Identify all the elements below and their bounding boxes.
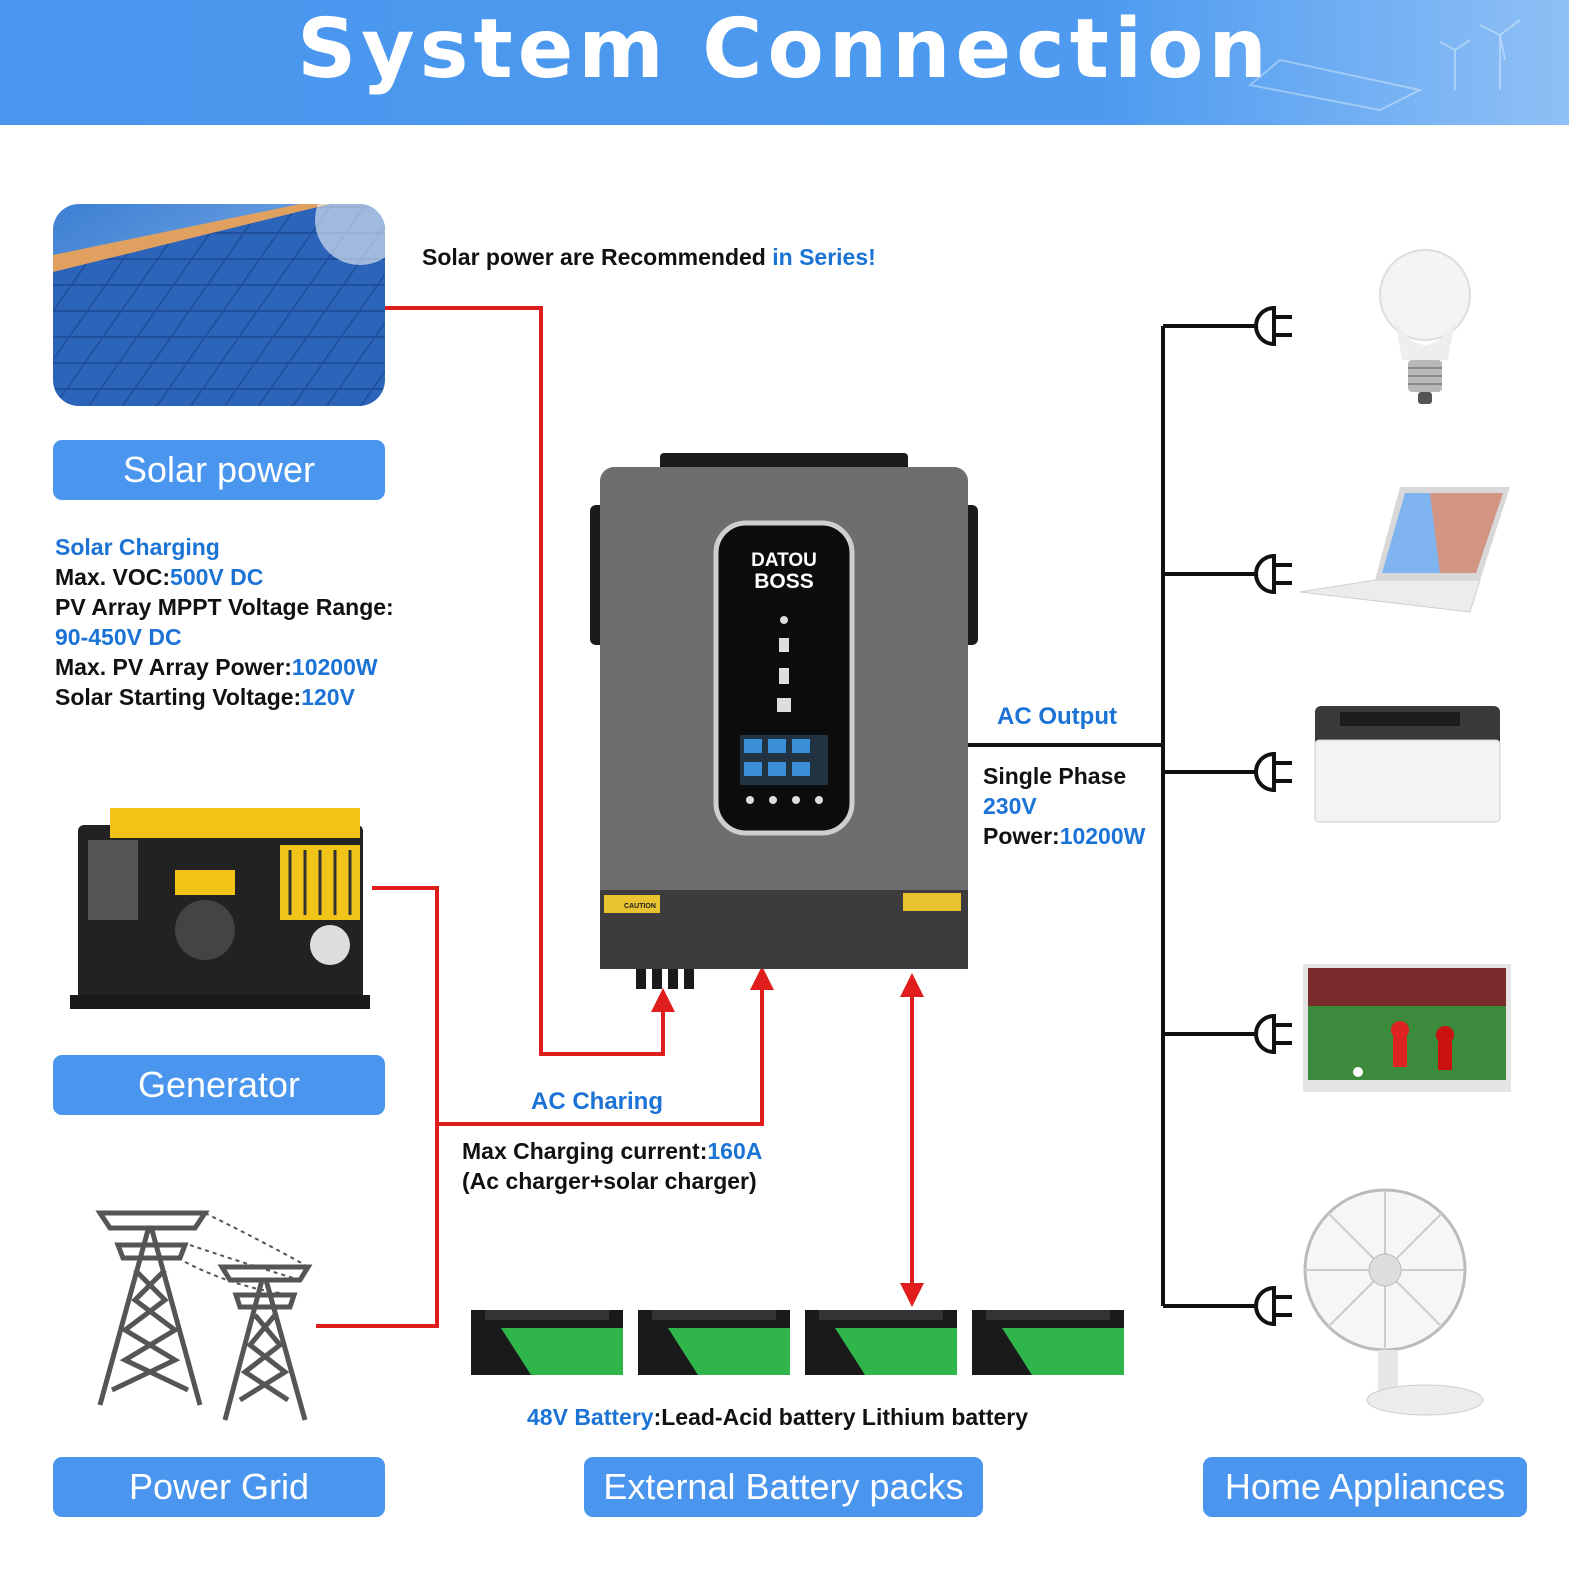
ac-charging-heading: AC Charing <box>531 1088 663 1115</box>
external-battery-button: External Battery packs <box>584 1457 983 1517</box>
input-wires <box>316 306 924 1328</box>
header-decoration <box>1247 19 1521 112</box>
solar-charging-heading: Solar Charging <box>55 534 220 560</box>
battery-label: 48V Battery:Lead-Acid battery Lithium ba… <box>527 1404 1029 1430</box>
charger-note: (Ac charger+solar charger) <box>462 1168 757 1194</box>
max-voc-line: Max. VOC:500V DC <box>55 564 264 590</box>
max-charging-line: Max Charging current:160A <box>462 1138 763 1164</box>
inverter-image <box>590 453 978 989</box>
printer-image <box>1314 706 1501 823</box>
power-grid-button: Power Grid <box>53 1457 385 1517</box>
output-power-line: Power:10200W <box>983 823 1146 849</box>
solar-series-note: Solar power are Recommended in Series! <box>422 244 876 270</box>
phase-line: Single Phase <box>983 763 1127 789</box>
inverter-brand-line1: DATOU <box>751 550 817 571</box>
solar-specs: Solar Charging Max. VOC:500V DC PV Array… <box>55 532 394 712</box>
caution-label: CAUTION <box>624 903 656 910</box>
solar-panel-image <box>53 204 385 406</box>
generator-button: Generator <box>53 1055 385 1115</box>
pv-power-line: Max. PV Array Power:10200W <box>55 654 378 680</box>
ac-output-specs: Single Phase 230V Power:10200W <box>983 761 1145 851</box>
ac-output-heading: AC Output <box>997 703 1117 730</box>
power-lines <box>184 1212 306 1296</box>
home-appliances-button: Home Appliances <box>1203 1457 1527 1517</box>
plug-icon <box>1254 305 1292 1327</box>
generator-image <box>70 808 370 1009</box>
power-tower-icon <box>95 1210 313 1421</box>
tv-image <box>1303 964 1511 1092</box>
light-bulb-image <box>1379 249 1471 404</box>
voltage-line: 230V <box>983 793 1037 819</box>
battery-pack-image <box>471 1310 1124 1375</box>
inverter-brand-line2: BOSS <box>754 570 814 593</box>
solar-power-button: Solar power <box>53 440 385 500</box>
ac-charging-specs: Max Charging current:160A (Ac charger+so… <box>462 1136 762 1196</box>
page-title: System Connection <box>297 2 1272 97</box>
mppt-label: PV Array MPPT Voltage Range: <box>55 594 394 620</box>
fan-image <box>1303 1188 1484 1416</box>
start-voltage-line: Solar Starting Voltage:120V <box>55 684 355 710</box>
laptop-image <box>1299 487 1510 613</box>
header-banner <box>0 0 1569 125</box>
output-wires <box>968 324 1255 1308</box>
mppt-value: 90-450V DC <box>55 624 182 650</box>
